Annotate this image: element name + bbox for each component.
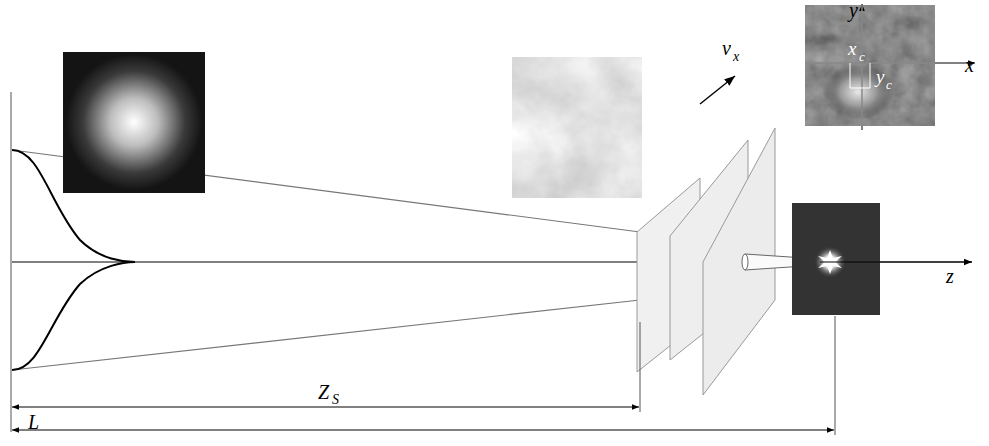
coordinate-label: x [848, 39, 856, 58]
dimension-label: Z [318, 382, 329, 402]
dimension-label: L [28, 412, 39, 432]
beam-image [63, 52, 205, 193]
instant-image [805, 5, 935, 126]
velocity-arrow [700, 76, 735, 104]
axis-label: x [965, 55, 974, 75]
phase-screen-image [512, 57, 642, 198]
beam-spot [66, 54, 202, 190]
velocity-label: v [722, 38, 731, 58]
extension-line [835, 316, 836, 435]
z-axis [12, 262, 972, 263]
beam-wander-spot [822, 64, 894, 120]
focusing-beam [742, 254, 748, 270]
subscript: c [886, 78, 892, 91]
subscript: c [859, 50, 865, 63]
x-axis [805, 63, 975, 64]
axis-label: y [849, 0, 858, 20]
z-axis [820, 262, 972, 263]
axis-label: z [946, 266, 954, 286]
subscript: x [733, 50, 739, 64]
dimension-line [12, 430, 834, 431]
subscript: S [332, 393, 339, 407]
reference-line [11, 92, 12, 432]
detector-image [792, 203, 880, 315]
beam-edge [12, 300, 640, 370]
centroid-marker [850, 63, 870, 88]
dimension-line [12, 407, 639, 408]
y-axis-inner [862, 5, 863, 126]
y-axis [862, 4, 863, 130]
extension-line [640, 322, 641, 412]
coordinate-label: y [876, 67, 884, 86]
